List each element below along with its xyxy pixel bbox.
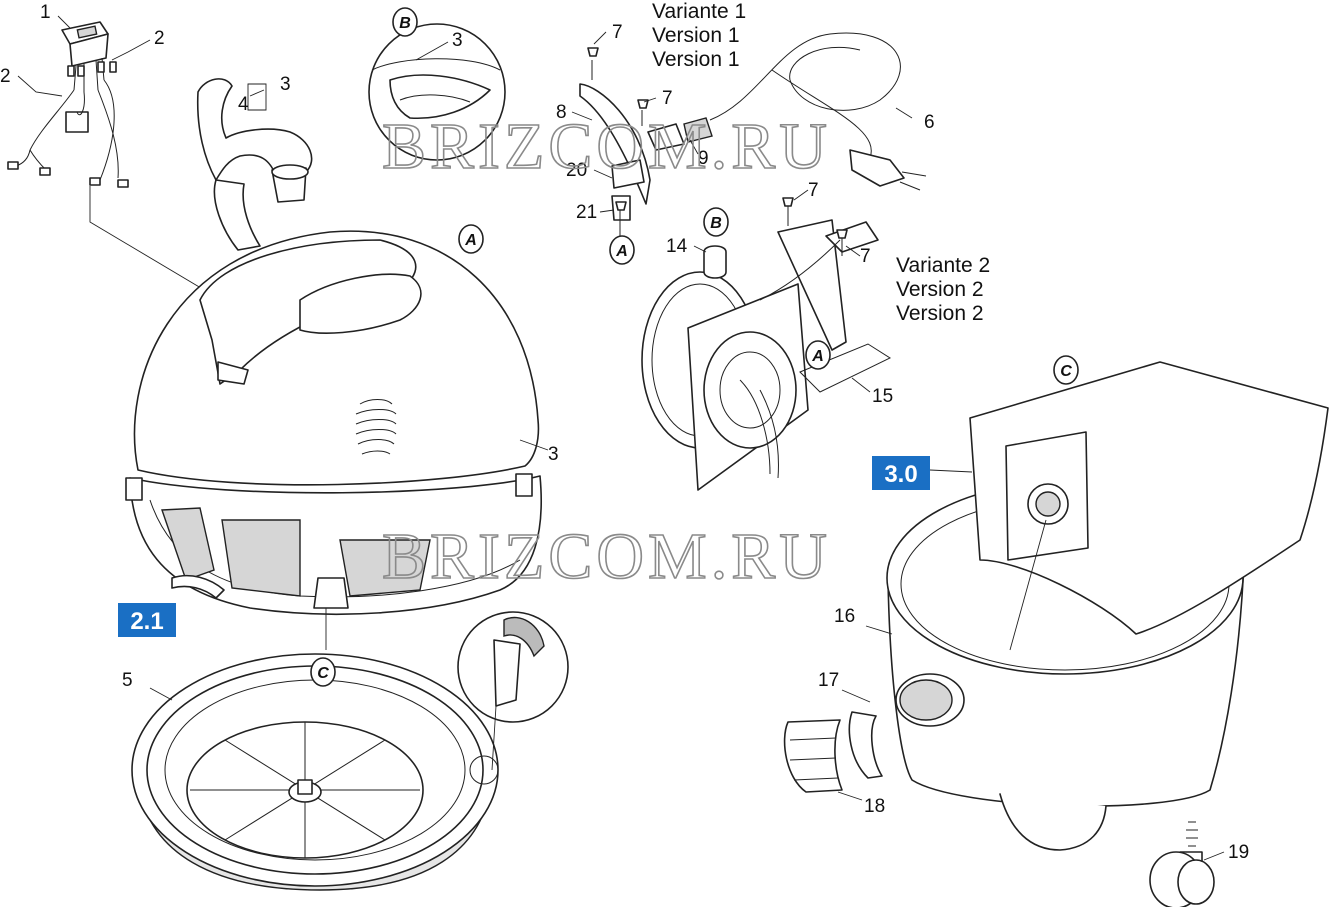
variant-2-label: Variante 2 Version 2 Version 2 — [896, 254, 990, 325]
connector-a-1: A — [458, 224, 484, 254]
callout-7a: 7 — [612, 22, 623, 43]
callout-2a: 2 — [154, 28, 165, 49]
svg-text:2.1: 2.1 — [130, 608, 163, 635]
callout-16: 16 — [834, 606, 855, 627]
connector-b-1: B — [392, 7, 418, 37]
callout-7c: 7 — [808, 180, 819, 201]
callout-19: 19 — [1228, 842, 1249, 863]
callout-3a: 3 — [280, 74, 291, 95]
dome-lid — [133, 230, 540, 486]
leader-lines — [17, 15, 1225, 861]
callout-5: 5 — [122, 670, 133, 691]
callout-1: 1 — [40, 2, 51, 23]
callout-labels: 1 2 2 3 4 3 3 5 6 7 7 7 7 8 9 20 21 14 1… — [0, 2, 1249, 863]
handle-part — [196, 78, 313, 251]
watermark-top: BRIZCOM.RU — [382, 110, 831, 183]
callout-3b: 3 — [452, 30, 463, 51]
dome-detail — [368, 23, 506, 161]
svg-text:Variante 1: Variante 1 — [652, 0, 746, 23]
svg-text:Version 1: Version 1 — [652, 48, 740, 71]
callout-7b: 7 — [662, 88, 673, 109]
watermark-middle: BRIZCOM.RU — [382, 520, 831, 593]
connector-b-2: B — [703, 207, 729, 237]
callout-18: 18 — [864, 796, 885, 817]
callout-8: 8 — [556, 102, 567, 123]
motor-housing — [125, 473, 543, 650]
callout-21: 21 — [576, 202, 597, 223]
callout-6: 6 — [924, 112, 935, 133]
filter-bag — [969, 361, 1329, 651]
svg-text:C: C — [1060, 363, 1072, 380]
hose-clamp — [783, 711, 883, 793]
callout-2b: 2 — [0, 66, 11, 87]
callout-17: 17 — [818, 670, 839, 691]
svg-text:B: B — [710, 215, 722, 232]
callout-14: 14 — [666, 236, 688, 257]
svg-text:A: A — [615, 243, 628, 260]
callout-3c: 3 — [548, 444, 559, 465]
seal-detail — [457, 611, 569, 785]
badge-3-0: 3.0 — [872, 456, 930, 490]
svg-text:Version 2: Version 2 — [896, 278, 984, 301]
connector-c-2: C — [1053, 355, 1079, 385]
callout-20: 20 — [566, 160, 587, 181]
caster-wheel — [1149, 821, 1215, 907]
callout-9: 9 — [698, 148, 709, 169]
svg-text:A: A — [464, 232, 477, 249]
callout-7d: 7 — [860, 246, 871, 267]
svg-text:Variante 2: Variante 2 — [896, 254, 990, 277]
callout-4: 4 — [238, 94, 249, 115]
connector-a-3: A — [805, 340, 831, 370]
callout-15: 15 — [872, 386, 893, 407]
connector-c-1: C — [310, 657, 336, 687]
svg-text:B: B — [399, 15, 411, 32]
filter-basket — [131, 653, 499, 891]
svg-text:3.0: 3.0 — [884, 461, 917, 488]
badge-2-1: 2.1 — [118, 603, 176, 637]
svg-text:C: C — [317, 665, 329, 682]
switch-assembly — [7, 21, 249, 317]
svg-text:Version 2: Version 2 — [896, 302, 984, 325]
svg-text:Version 1: Version 1 — [652, 24, 740, 47]
cord-variant-1 — [579, 32, 927, 240]
cord-variant-2 — [641, 197, 892, 491]
svg-text:A: A — [811, 348, 824, 365]
connector-a-2: A — [609, 235, 635, 265]
variant-1-label: Variante 1 Version 1 Version 1 — [652, 0, 746, 71]
